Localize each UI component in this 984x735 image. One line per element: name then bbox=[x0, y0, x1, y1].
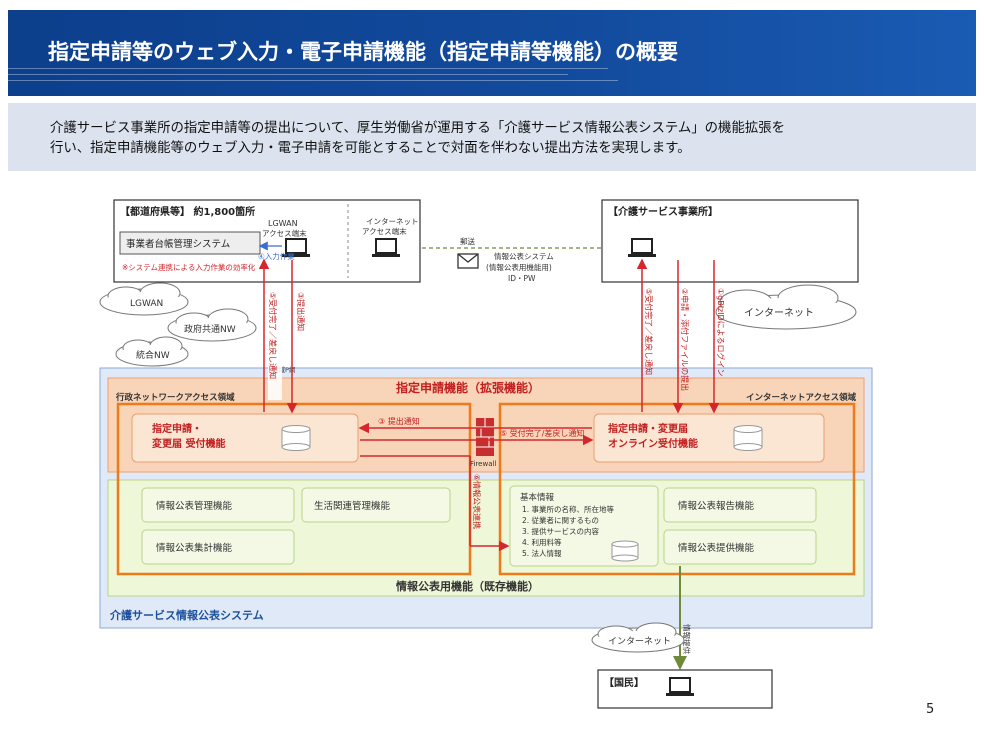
citizens-title: 【国民】 bbox=[604, 676, 644, 689]
bottom-internet-cloud bbox=[591, 622, 685, 653]
left-arrow-3-label: ③提出通知 bbox=[296, 292, 306, 331]
gov-network-domain: 行政ネットワークアクセス領域 bbox=[115, 392, 235, 403]
intro-line-2: 行い、指定申請機能等のウェブ入力・電子申請を可能とすることで対面を伴わない提出方… bbox=[50, 141, 691, 156]
func-box bbox=[301, 487, 451, 523]
mailing-label: 郵送 bbox=[460, 236, 475, 246]
page-number: 5 bbox=[926, 702, 935, 717]
closed-network-label: 閉域P網 bbox=[272, 365, 296, 374]
database-icon bbox=[281, 425, 311, 451]
ledger-system-label: 事業者台帳管理システム bbox=[126, 238, 230, 250]
info-provision-label: 情報提供 bbox=[682, 624, 692, 654]
func-pub-manage: 情報公表管理機能 bbox=[156, 500, 233, 512]
receive-function-box bbox=[131, 413, 359, 463]
cloud-gov-label: 政府共通NW bbox=[184, 323, 236, 335]
basic-info-item: 2. 従業者に関するもの bbox=[522, 515, 599, 525]
mail-note-line2: (情報公表用機能用) bbox=[486, 262, 552, 272]
office-title: 【介護サービス事業所】 bbox=[608, 205, 718, 218]
func-box bbox=[663, 529, 817, 565]
title-decor-line bbox=[8, 80, 618, 81]
input-work-label: ④入力作業 bbox=[258, 251, 295, 261]
gov-nw-cloud bbox=[167, 308, 257, 342]
cloud-integrated-label: 統合NW bbox=[136, 349, 170, 361]
cloud-internet-label: インターネット bbox=[744, 307, 814, 319]
basic-info-item: 4. 利用料等 bbox=[522, 537, 562, 547]
existing-function-title: 情報公表用機能（既存機能） bbox=[396, 579, 539, 593]
title-bar: 指定申請等のウェブ入力・電子申請機能（指定申請等機能）の概要 bbox=[8, 10, 976, 96]
cloud-lgwan-label: LGWAN bbox=[130, 299, 163, 309]
mid-arrow-5-label: ⑤ 受付完了/差戻し通知 bbox=[500, 428, 584, 438]
basic-info-title: 基本情報 bbox=[520, 492, 555, 503]
prefecture-title: 【都道府県等】 約1,800箇所 bbox=[120, 205, 255, 218]
mail-note-line3: ID・PW bbox=[508, 274, 536, 283]
intro-box: 介護サービス事業所の指定申請等の提出について、厚生労働省が運用する「介護サービス… bbox=[8, 103, 976, 171]
func-box bbox=[141, 487, 295, 523]
integrated-nw-cloud bbox=[115, 336, 189, 367]
firewall-label: Firewall bbox=[470, 460, 496, 468]
database-icon bbox=[733, 425, 763, 451]
mid-arrow-3-label: ③ 提出通知 bbox=[378, 416, 420, 426]
intro-text: 介護サービス事業所の指定申請等の提出について、厚生労働省が運用する「介護サービス… bbox=[50, 119, 960, 159]
func-life: 生活関連管理機能 bbox=[314, 500, 391, 512]
internet-terminal-line2: アクセス端末 bbox=[362, 226, 407, 236]
receive-function-line2: 変更届 受付機能 bbox=[152, 437, 225, 450]
label-bg bbox=[296, 288, 310, 346]
func-pub-report: 情報公表報告機能 bbox=[678, 500, 755, 512]
left-arrow-5-label: ⑤受付完了／差戻し通知 bbox=[268, 292, 278, 379]
right-arrow-5-label: ⑤受付完了／差戻し通知 bbox=[644, 288, 654, 375]
bottom-internet-label: インターネット bbox=[608, 636, 671, 647]
slide-title: 指定申請等のウェブ入力・電子申請機能（指定申請等機能）の概要 bbox=[48, 40, 678, 64]
lgwan-terminal-line1: LGWAN bbox=[268, 219, 298, 228]
computer-icon bbox=[372, 238, 400, 257]
basic-info-item: 1. 事業所の名称、所在地等 bbox=[522, 504, 615, 514]
internet-domain: インターネットアクセス領域 bbox=[746, 392, 857, 403]
mail-note-line1: 情報公表システム bbox=[494, 251, 554, 261]
computer-icon bbox=[282, 238, 310, 257]
online-receive-box bbox=[593, 413, 825, 463]
func-pub-stats: 情報公表集計機能 bbox=[156, 542, 233, 554]
basic-info-item: 3. 提供サービスの内容 bbox=[522, 526, 600, 536]
efficiency-note: ※システム連携による入力作業の効率化 bbox=[122, 262, 256, 272]
intro-line-1: 介護サービス事業所の指定申請等の提出について、厚生労働省が運用する「介護サービス… bbox=[50, 121, 786, 136]
right-arrow-1-label: ①gBizIDによるログイン bbox=[716, 288, 726, 376]
basic-info-item: 5. 法人情報 bbox=[522, 548, 562, 558]
label-bg bbox=[268, 288, 282, 400]
extended-function-title: 指定申請機能（拡張機能） bbox=[396, 380, 540, 395]
lgwan-terminal-line2: アクセス端末 bbox=[262, 228, 307, 238]
func-box bbox=[141, 529, 295, 565]
lgwan-cloud bbox=[99, 282, 189, 316]
online-receive-line1: 指定申請・変更届 bbox=[608, 422, 688, 435]
receive-function-line1: 指定申請・ bbox=[152, 422, 202, 435]
system-name: 介護サービス情報公表システム bbox=[109, 608, 264, 622]
arrow-6-label: ⑥情報公表連携 bbox=[472, 474, 482, 529]
system-diagram: 介護サービス情報公表システム 指定申請機能（拡張機能） 行政ネットワークアクセス… bbox=[99, 199, 873, 709]
title-decor-line bbox=[8, 68, 608, 69]
online-receive-line2: オンライン受付機能 bbox=[608, 437, 698, 450]
right-arrow-2-label: ②申請・添付ファイルの提出 bbox=[680, 288, 690, 391]
database-icon bbox=[611, 540, 639, 562]
computer-icon bbox=[628, 238, 656, 257]
func-pub-provide: 情報公表提供機能 bbox=[678, 542, 755, 554]
title-decor-line bbox=[8, 74, 568, 75]
mail-icon bbox=[457, 253, 479, 269]
func-box bbox=[663, 487, 817, 523]
computer-icon bbox=[666, 677, 694, 696]
internet-terminal-line1: インターネット bbox=[366, 217, 419, 226]
firewall-icon bbox=[476, 418, 494, 456]
internet-cloud bbox=[715, 284, 857, 330]
